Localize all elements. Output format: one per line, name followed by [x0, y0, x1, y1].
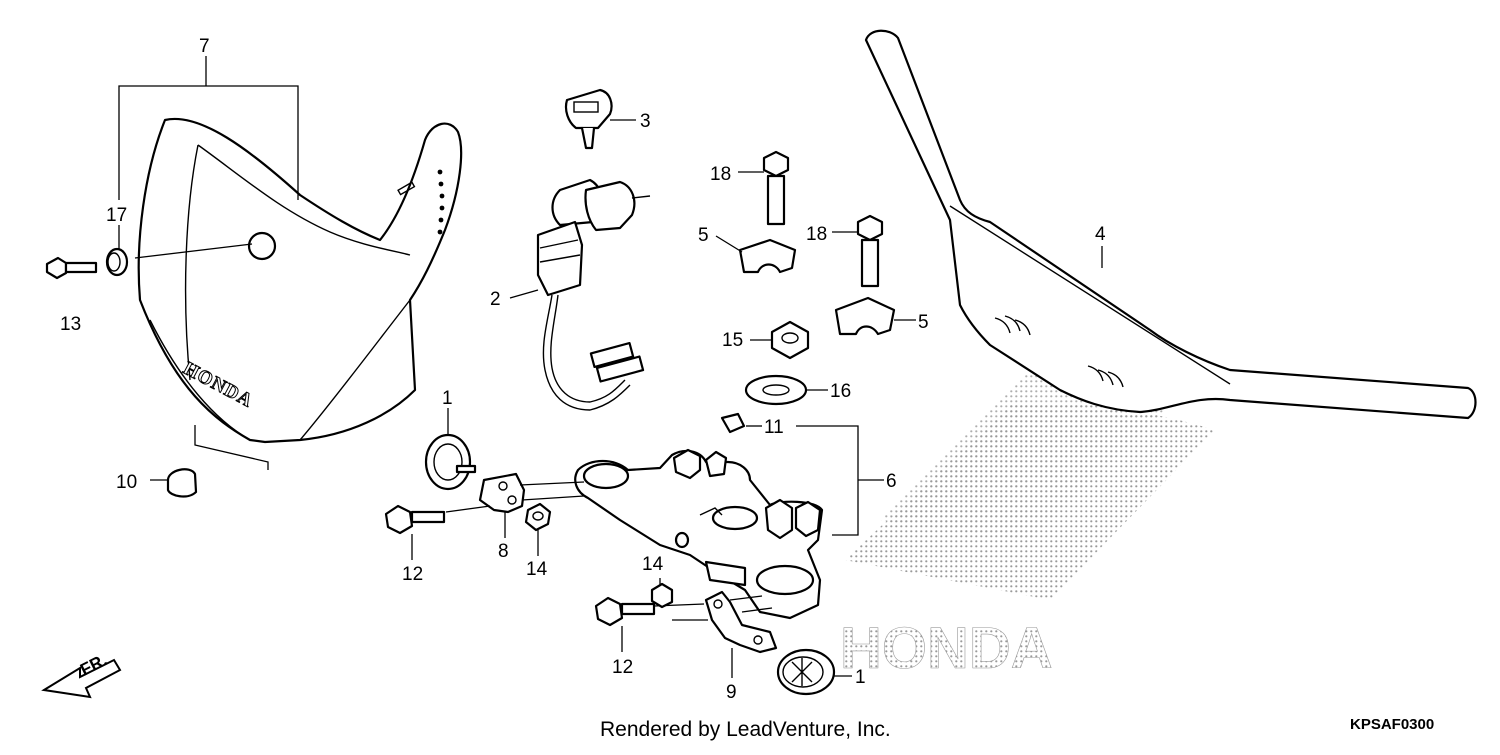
callout-label: 1: [442, 388, 453, 409]
ignition-switch-2: [509, 178, 651, 411]
watermark-wing-logo: HONDA: [840, 360, 1215, 681]
watermark-brand-text: HONDA: [840, 616, 1053, 681]
bolt-13: [45, 256, 98, 280]
headlight-cover: HONDA: [137, 117, 463, 444]
ignition-key-3: [564, 88, 636, 150]
mount-bracket-8: [478, 472, 585, 538]
callout-label: 1: [855, 667, 866, 688]
callout-label: 13: [60, 314, 81, 335]
handlebar-holder-5-lower: [834, 296, 916, 336]
callout-label: 11: [764, 417, 784, 438]
rubber-cap-1-lower: [776, 648, 852, 696]
callout-label: 5: [918, 312, 929, 333]
callout-label: 14: [642, 554, 664, 575]
bolt-12-upper: [384, 504, 491, 560]
callout-label: 14: [526, 559, 548, 580]
callout-label: 7: [199, 36, 210, 57]
callout-label: 9: [726, 682, 737, 703]
top-bridge-6: [574, 448, 824, 620]
bolt-18-lower: [832, 214, 884, 288]
callout-label: 4: [1095, 224, 1106, 245]
callout-label: 10: [116, 472, 137, 493]
callout-label: 12: [402, 564, 423, 585]
grommet-10: [150, 425, 269, 498]
callout-bracket-6-11: [746, 425, 884, 536]
rubber-cap-1-upper: [424, 408, 477, 491]
diagram-code: KPSAF0300: [1350, 716, 1435, 733]
callout-label: 17: [106, 205, 127, 226]
handlebar-holder-5-upper: [715, 235, 797, 274]
bolt-18-upper: [738, 150, 790, 226]
callout-label: 6: [886, 471, 897, 492]
callout-label: 2: [490, 289, 501, 310]
nut-14-lower: [650, 578, 674, 609]
washer-16: [744, 374, 828, 406]
handlebar-4: [864, 29, 1477, 420]
callout-label: 5: [698, 225, 709, 246]
mount-bracket-9: [704, 590, 778, 678]
bolt-12-lower: [594, 596, 708, 652]
callout-bracket-7: [118, 56, 299, 259]
callout-label: 8: [498, 541, 509, 562]
grommet-17: [105, 247, 129, 277]
callout-labels: 7 17 13 10 3 2 1 12 8 14 18 5 15 16 11 6…: [60, 36, 1106, 703]
rendered-by-credit: Rendered by LeadVenture, Inc.: [600, 718, 891, 741]
callout-label: 12: [612, 657, 633, 678]
callout-label: 18: [710, 164, 731, 185]
nut-14-upper: [524, 502, 552, 556]
front-direction-arrow: FR.: [41, 650, 122, 699]
callout-label: 15: [722, 330, 743, 351]
callout-label: 3: [640, 111, 651, 132]
callout-label: 16: [830, 381, 851, 402]
nut-15: [750, 320, 810, 360]
callout-label: 18: [806, 224, 827, 245]
nut-11: [720, 412, 746, 434]
